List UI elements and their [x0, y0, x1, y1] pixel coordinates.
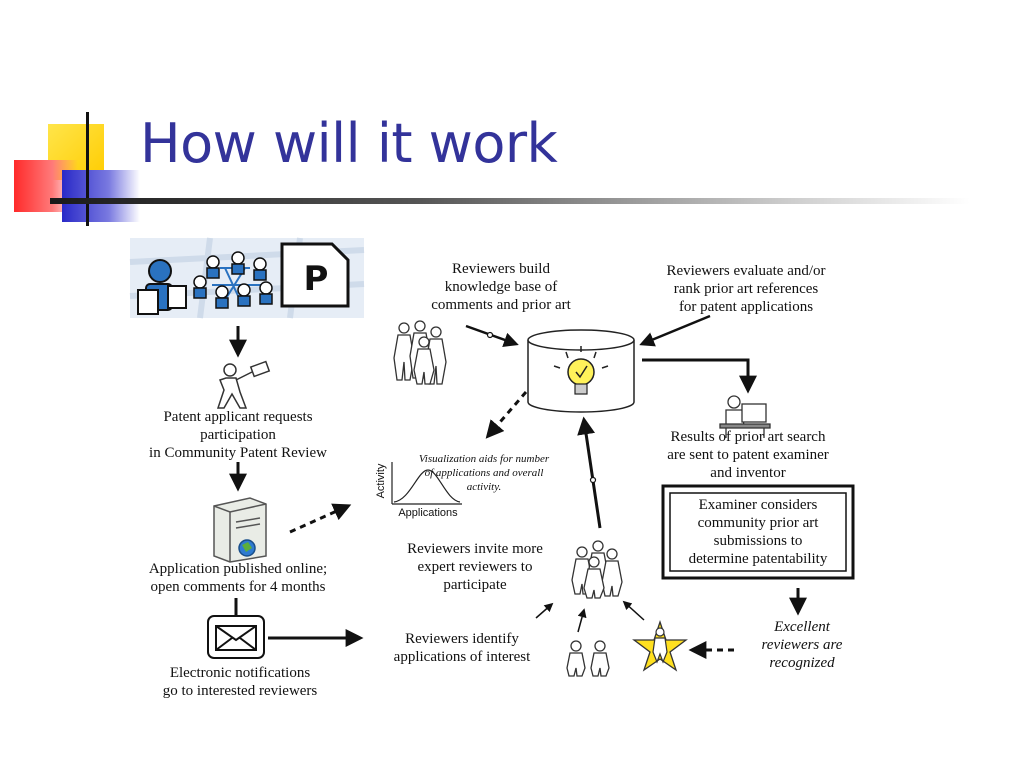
activity-chart	[391, 462, 462, 505]
identify-applications-label: Reviewers identify applications of inter…	[393, 631, 531, 665]
notifications-label: Electronic notifications go to intereste…	[162, 665, 318, 699]
expert-reviewer-group-icon	[571, 540, 623, 599]
examiner-box-inner	[669, 492, 847, 572]
chart-axis-x-label: Applications	[398, 507, 458, 519]
results-label: Results of prior art search are sent to …	[667, 429, 829, 481]
published-label: Application published online; open comme…	[148, 561, 328, 595]
arrow-database-to-examiner	[642, 358, 757, 394]
examiner-box-outer	[661, 484, 855, 580]
examiner-desk-icon	[719, 395, 771, 438]
patent-logo-letter: P	[304, 259, 329, 299]
arrow-invite-to-database	[577, 416, 602, 529]
network-graphic: P	[129, 237, 365, 319]
chart-axis-y-label: Activity	[375, 463, 387, 499]
excellent-reviewers-label: Excellent reviewers are recognized	[761, 619, 843, 671]
title-underline	[50, 198, 970, 204]
reviewer-pair-icon	[566, 640, 610, 677]
walking-person-icon	[216, 360, 271, 409]
arrow-identify-to-group	[535, 602, 554, 619]
examiner-label: Examiner considers community prior art s…	[688, 497, 828, 567]
envelope-icon	[207, 615, 265, 659]
arrow-pair-to-group	[577, 608, 587, 633]
applicant-request-label: Patent applicant requests participation …	[149, 409, 327, 461]
build-knowledge-label: Reviewers build knowledge base of commen…	[431, 261, 571, 313]
server-computer-icon	[213, 497, 267, 563]
star-reviewer-icon	[632, 619, 688, 672]
person-with-document-icon	[137, 259, 187, 315]
arrow-server-to-chart	[289, 503, 352, 534]
arrow-evaluate-to-database	[639, 314, 711, 347]
page-title: How will it work	[140, 112, 558, 175]
deco-vertical-line	[86, 112, 89, 226]
arrow-star-to-group	[622, 600, 645, 621]
evaluate-label: Reviewers evaluate and/or rank prior art…	[666, 263, 826, 315]
invite-reviewers-label: Reviewers invite more expert reviewers t…	[407, 541, 543, 593]
database-cylinder-icon	[527, 329, 635, 413]
reviewer-group-icon	[393, 320, 447, 385]
patent-document-icon: P	[280, 242, 350, 308]
lightbulb-icon	[553, 346, 609, 395]
network-nodes-icon	[193, 251, 273, 309]
visualization-label: Visualization aids for number of applica…	[418, 453, 550, 493]
arrow-database-to-visualization	[485, 391, 528, 439]
deco-blue-square	[62, 170, 140, 222]
